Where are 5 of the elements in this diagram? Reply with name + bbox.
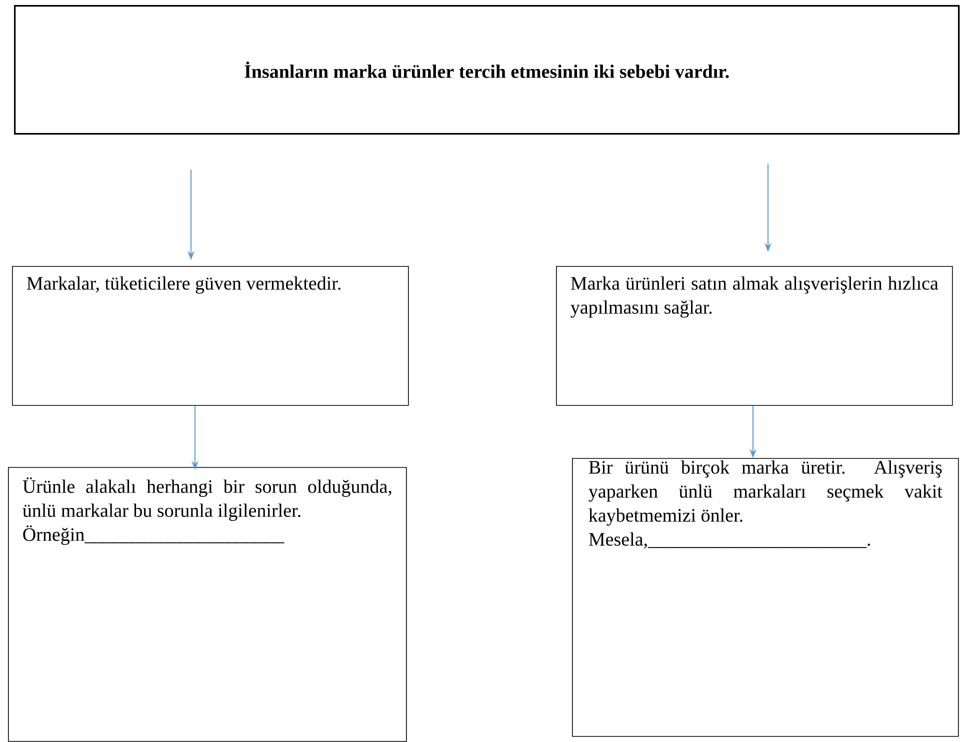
title-box: İnsanların marka ürünler tercih etmesinin iki sebebi vardır. [14, 5, 960, 135]
text-box: Marka ürünleri satın almak alışverişlerin hızlıca yapılmasını sağlar. [556, 266, 953, 406]
text-box: Bir ürünü birçok marka üretir. Alışveriş yaparken ünlü markaları seçmek vakit kaybetmemizi önler. Mesela,_______________________. [572, 458, 959, 737]
text-box: Ürünle alakalı herhangi bir sorun olduğunda, ünlü markalar bu sorunla ilgilenirler. Örneğin_____________________ [8, 467, 407, 742]
text-box: Markalar, tüketicilere güven vermektedir. [12, 266, 409, 406]
